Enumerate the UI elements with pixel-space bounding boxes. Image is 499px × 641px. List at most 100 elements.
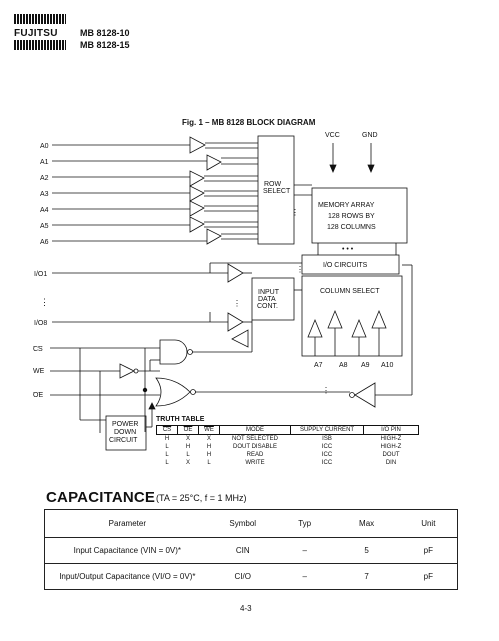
power-down-label-1: POWER [112,421,138,428]
pin-a1: A1 [40,159,49,166]
tt-header-mode: MODE [219,425,291,435]
power-down-label-3: CIRCUIT [109,437,138,444]
tt-header-supply: SUPPLY CURRENT [290,425,364,435]
pin-a10: A10 [381,362,394,369]
svg-text:⋮: ⋮ [233,299,241,308]
capacitance-row: Input/Output Capacitance (VI/O = 0V)* CI… [43,563,458,590]
cap-cell: – [275,537,334,564]
svg-text:• • •: • • • [342,246,354,253]
capacitance-header-row: Parameter Symbol Typ Max Unit [43,509,458,538]
capacitance-row: Input Capacitance (VIN = 0V)* CIN – 5 pF [43,537,458,564]
column-select-block [301,275,403,357]
capacitance-conditions: (TA = 25°C, f = 1 MHz) [156,493,247,503]
pin-cs: CS [33,346,43,353]
tt-cell: DIN [385,460,397,466]
pin-a6: A6 [40,239,49,246]
cap-header-max: Max [333,509,400,538]
input-data-label-2: DATA [258,296,276,303]
memory-array-block [311,187,408,244]
pin-we: WE [33,368,45,375]
pin-a3: A3 [40,191,49,198]
tt-cell: X [206,436,211,442]
truth-table-row: H X X NOT SELECTED ISB HIGH-Z [157,435,419,444]
svg-text:⋮: ⋮ [296,265,304,274]
cap-cell: – [275,563,334,590]
tt-cell: HIGH-Z [380,436,402,442]
tt-cell: DOUT DISABLE [233,444,277,450]
io-circuits-label: I/O CIRCUITS [323,262,368,269]
svg-text:⋮: ⋮ [291,208,299,217]
address-lines-and-buffers [52,136,258,245]
tt-header-oe: OE [177,425,199,435]
row-select-block [257,135,295,245]
cap-header-parameter: Parameter [43,509,210,538]
tt-cell: H [206,444,212,450]
row-select-label-2: SELECT [263,188,291,195]
tt-cell: X [185,436,190,442]
capacitance-table: Parameter Symbol Typ Max Unit Input Capa… [43,509,458,590]
column-select-label: COLUMN SELECT [320,288,380,295]
pin-a2: A2 [40,175,49,182]
truth-table-title: TRUTH TABLE [156,416,205,423]
input-data-control-block [251,277,295,321]
cap-header-typ: Typ [275,509,334,538]
row-select-label-1: ROW [264,181,282,188]
part-number-1: MB 8128-10 [80,28,130,38]
power-down-block [105,415,147,451]
brand-name: FUJITSU [14,28,58,39]
cap-cell: CI/O [209,563,276,590]
memory-array-label-1: MEMORY ARRAY [318,202,375,209]
address-pins: A0 A1 A2 A3 A4 A5 A6 [40,143,49,246]
cap-cell: 7 [333,563,400,590]
tt-cell: ISB [322,436,332,442]
cap-header-symbol: Symbol [209,509,276,538]
tt-cell: L [165,444,169,450]
svg-text:⋮: ⋮ [322,386,330,395]
tt-cell: H [185,444,191,450]
cap-cell: pF [399,537,458,564]
capacitance-title: CAPACITANCE [46,489,156,506]
tt-header-cs: CS [156,425,178,435]
tt-cell: H [206,452,212,458]
block-diagram: Fig. 1 – MB 8128 BLOCK DIAGRAM VCC GND A… [33,118,413,451]
pin-oe: OE [33,392,43,399]
tt-header-io: I/O PIN [363,425,419,435]
tt-cell: ICC [321,452,333,458]
tt-cell: L [207,460,211,466]
vcc-label: VCC [325,132,340,139]
cap-cell: Input/Output Capacitance (VI/O = 0V)* [43,563,210,590]
cap-header-unit: Unit [399,509,458,538]
cap-cell: CIN [209,537,276,564]
cap-cell: Input Capacitance (VIN = 0V)* [43,537,210,564]
power-down-label-2: DOWN [114,429,136,436]
pin-a5: A5 [40,223,49,230]
cap-cell: 5 [333,537,400,564]
svg-text:⋮: ⋮ [40,297,49,307]
pin-a0: A0 [40,143,49,150]
gnd-label: GND [362,132,378,139]
pin-io8: I/O8 [34,320,47,327]
part-number-2: MB 8128-15 [80,40,130,50]
pin-io1: I/O1 [34,271,47,278]
input-data-label-3: CONT. [257,303,278,310]
pin-a7: A7 [314,362,323,369]
cap-cell: pF [399,563,458,590]
input-data-label-1: INPUT [258,289,280,296]
truth-table-header: CS OE WE MODE SUPPLY CURRENT I/O PIN [156,425,419,435]
tt-cell: READ [246,452,264,458]
tt-header-we: WE [198,425,220,435]
io-circuits-block [301,254,400,275]
pin-a8: A8 [339,362,348,369]
tt-cell: NOT SELECTED [232,436,278,442]
tt-cell: L [186,452,190,458]
pin-a4: A4 [40,207,49,214]
tt-cell: X [185,460,190,466]
fujitsu-logo-bar [14,14,66,24]
tt-cell: H [164,436,170,442]
tt-cell: HIGH-Z [380,444,402,450]
figure-title: Fig. 1 – MB 8128 BLOCK DIAGRAM [182,118,316,127]
memory-array-label-2: 128 ROWS BY [328,213,375,220]
